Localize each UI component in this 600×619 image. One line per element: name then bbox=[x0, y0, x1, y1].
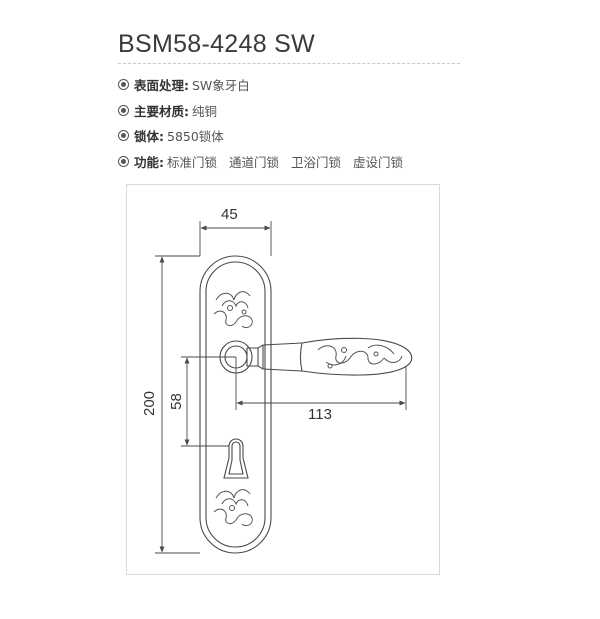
dim-plate-width: 45 bbox=[221, 206, 238, 223]
bottom-ornament-icon bbox=[213, 489, 253, 527]
spec-label: 功能: bbox=[134, 154, 164, 170]
spec-label: 锁体: bbox=[134, 129, 164, 145]
key-cylinder bbox=[223, 438, 249, 479]
spec-surface: 表面处理: SW象牙白 bbox=[118, 72, 403, 98]
title-divider bbox=[118, 63, 460, 64]
handle-lever bbox=[246, 337, 413, 376]
spec-value: 通道门锁 bbox=[229, 154, 280, 170]
technical-drawing-frame bbox=[126, 184, 440, 575]
top-ornament-icon bbox=[213, 291, 253, 329]
surface-icon bbox=[118, 79, 129, 91]
dim-handle-to-key: 58 bbox=[167, 393, 185, 410]
dim-handle-length: 113 bbox=[308, 406, 332, 423]
spec-lock-body: 锁体: 5850锁体 bbox=[118, 123, 403, 149]
spec-value: 标准门锁 bbox=[167, 154, 218, 170]
lock-body-icon bbox=[118, 130, 129, 142]
product-model-title: BSM58-4248 SW bbox=[118, 30, 316, 58]
spec-material: 主要材质: 纯铜 bbox=[118, 98, 403, 124]
spec-value: 卫浴门锁 bbox=[291, 154, 342, 170]
spec-list: 表面处理: SW象牙白 主要材质: 纯铜 锁体: 5850锁体 功能: 标准门锁… bbox=[118, 72, 403, 174]
spec-function: 功能: 标准门锁 通道门锁 卫浴门锁 虚设门锁 bbox=[118, 149, 403, 175]
spec-label: 表面处理: bbox=[134, 78, 189, 94]
backplate-outer bbox=[199, 255, 272, 554]
material-icon bbox=[118, 104, 129, 116]
spec-value: 5850锁体 bbox=[167, 129, 224, 145]
spec-value: 纯铜 bbox=[192, 103, 218, 119]
dim-plate-height: 200 bbox=[141, 390, 159, 417]
spec-value: 虚设门锁 bbox=[353, 154, 404, 170]
spec-value: SW象牙白 bbox=[192, 78, 250, 94]
function-icon bbox=[118, 155, 129, 167]
spec-label: 主要材质: bbox=[134, 103, 189, 119]
handle-filigree-icon bbox=[317, 344, 403, 369]
